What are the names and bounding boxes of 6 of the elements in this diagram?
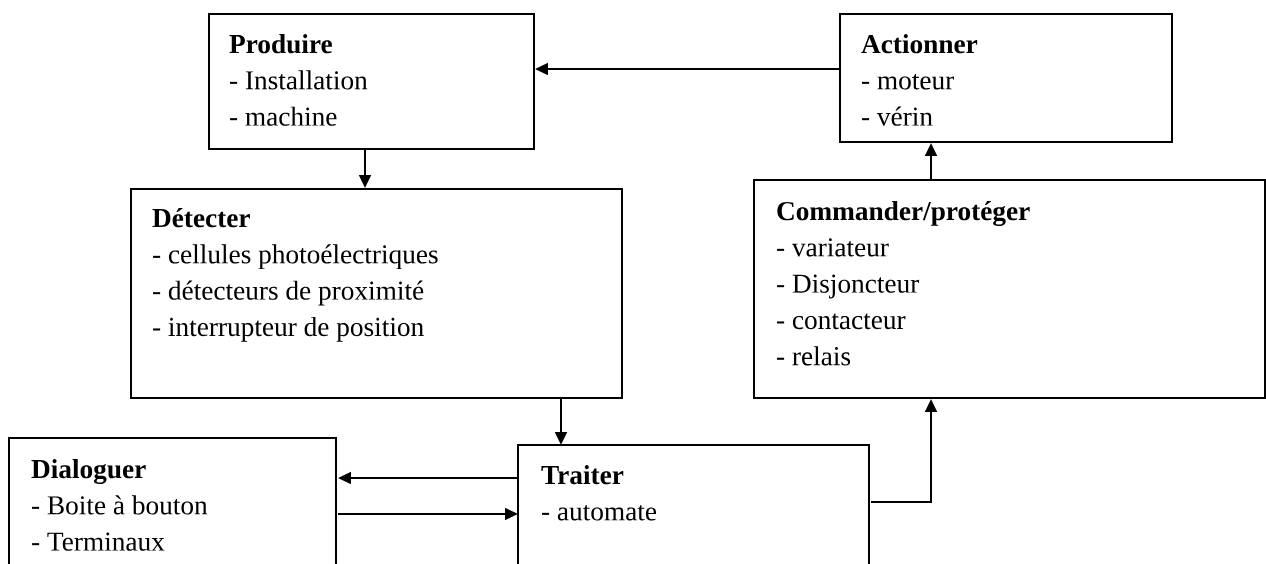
process-box: Actionner - moteur - vérin bbox=[839, 13, 1173, 143]
process-box: Traiter - automate bbox=[517, 444, 870, 564]
process-box: Détecter - cellules photoélectriques - détecteurs de proximité - interrupteur de position bbox=[130, 188, 623, 399]
process-box: Commander/protéger - variateur - Disjoncteur - contacteur - relais bbox=[753, 179, 1266, 399]
process-box: Dialoguer - Boite à bouton - Terminaux bbox=[8, 437, 337, 564]
process-box: Produire - Installation - machine bbox=[208, 13, 535, 150]
